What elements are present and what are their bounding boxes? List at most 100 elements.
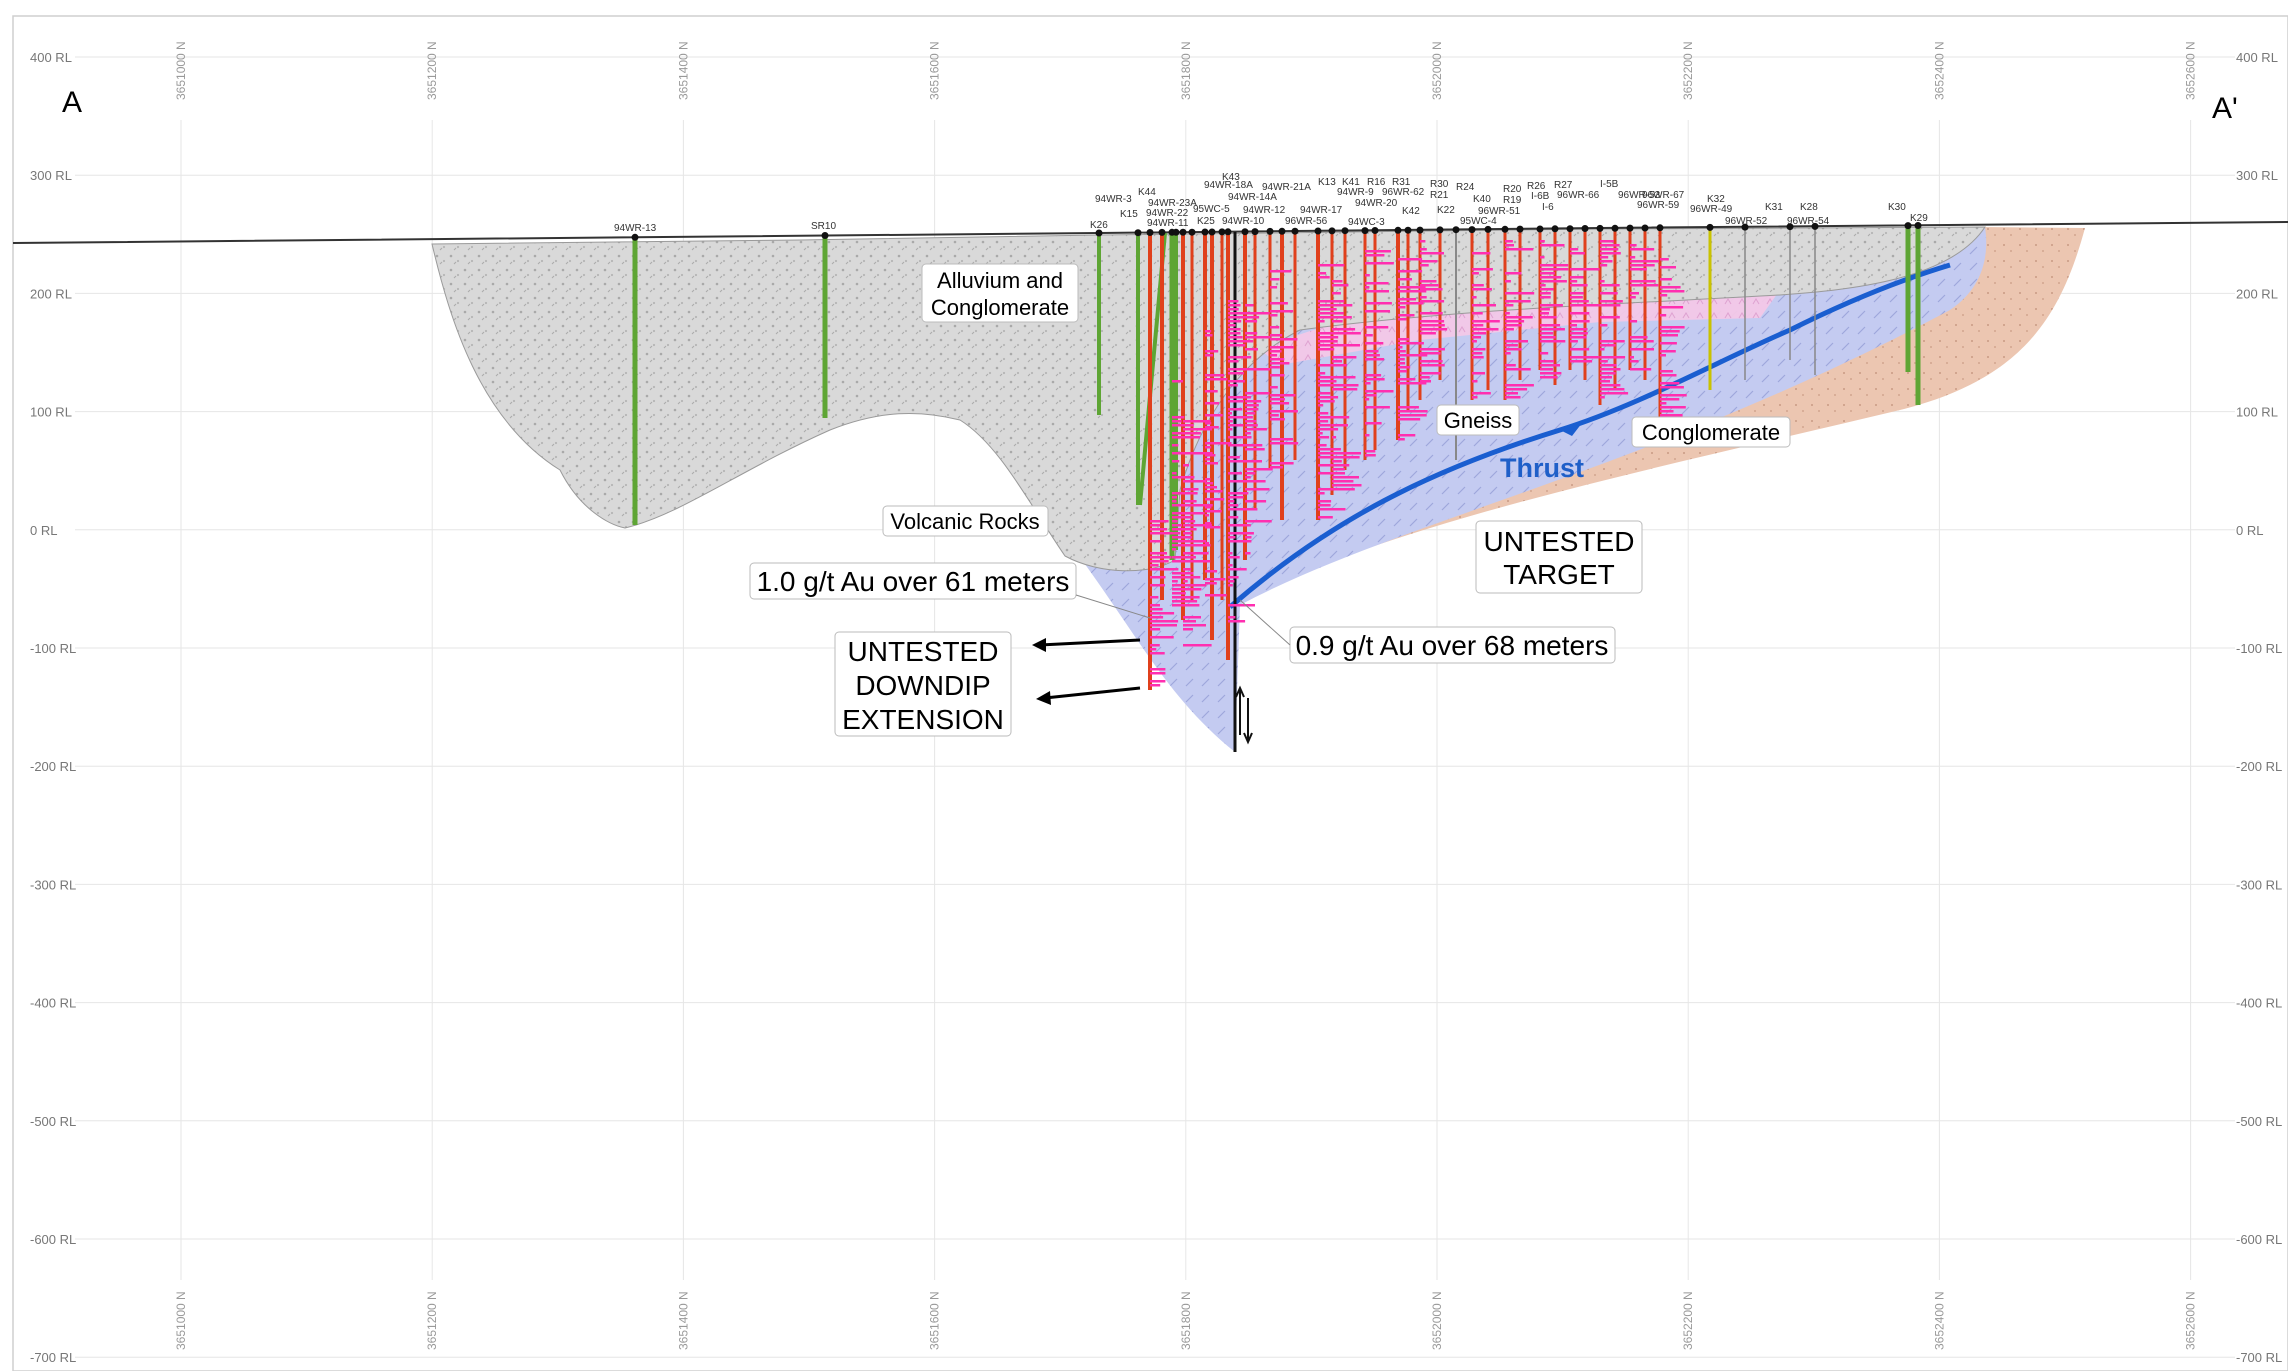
drillhole-label: K25 (1197, 216, 1215, 227)
assay-bar (1420, 348, 1445, 351)
assay-bar (1472, 312, 1483, 315)
assay-bar (1505, 300, 1531, 303)
assay-bar (1183, 500, 1197, 503)
downdip-line3: EXTENSION (842, 704, 1004, 735)
assay-bar (1150, 680, 1166, 683)
collar-dot (1201, 228, 1209, 236)
assay-bar (1183, 628, 1193, 631)
assay-bar (1660, 258, 1669, 261)
assay-bar (1540, 336, 1556, 339)
assay-bar (1150, 584, 1165, 587)
assay-bar (1540, 292, 1551, 295)
assay-bar (1332, 488, 1355, 491)
northing-label: 3652000 N (1430, 41, 1444, 100)
assay-bar (1505, 352, 1511, 355)
drillhole-label: 96WR-53 (1618, 190, 1661, 201)
topography-line (12, 221, 2288, 244)
assay-bar (1228, 400, 1244, 403)
assay-bar (1228, 308, 1239, 311)
collar-dot (1811, 222, 1819, 230)
assay-bar (1540, 272, 1555, 275)
assay-bar (1205, 486, 1217, 489)
assay-bar (1398, 258, 1423, 261)
assay-bar (1365, 394, 1377, 397)
assay-bar (1228, 424, 1244, 427)
assay-bar (1365, 310, 1390, 313)
elevation-label: 0 RL (2236, 523, 2263, 538)
assay-bar (1245, 424, 1258, 427)
assay-bar (1420, 252, 1444, 255)
assay-bar (1420, 280, 1437, 283)
assay-bar (1205, 578, 1226, 581)
assay-bar (1365, 382, 1371, 385)
assay-bar (1318, 376, 1343, 379)
drillhole-label: I-6B (1531, 191, 1550, 202)
assay-bar (1150, 684, 1161, 687)
assay-bar (1332, 304, 1353, 307)
assay-bar (1150, 604, 1160, 607)
assay-bar (1318, 380, 1335, 383)
assay-bar (1228, 516, 1239, 519)
assay-bar (1245, 460, 1262, 463)
northing-label: 3651800 N (1179, 41, 1193, 100)
elevation-label: 200 RL (30, 286, 72, 301)
assay-bar (1332, 476, 1359, 479)
assay-bar (1660, 306, 1684, 309)
section-start-label: A (62, 86, 82, 119)
assay-bar (1228, 480, 1253, 483)
assay-bar (1183, 532, 1192, 535)
assay-bar (1245, 476, 1251, 479)
assay-bar (1332, 332, 1361, 335)
assay-bar (1270, 326, 1280, 329)
northing-label: 3651000 N (174, 1291, 188, 1350)
assay-bar (1183, 480, 1207, 483)
assay-bar (1420, 260, 1438, 263)
assay-bar (1318, 448, 1341, 451)
assay-bar (1600, 344, 1616, 347)
assay-bar (1172, 436, 1186, 439)
assay-bar (1332, 468, 1345, 471)
assay-bar (1228, 356, 1252, 359)
assay-bar (1245, 432, 1251, 435)
assay-bar (1600, 364, 1617, 367)
assay-bar (1472, 288, 1492, 291)
elevation-label: -600 RL (2236, 1232, 2282, 1247)
assay-bar (1183, 452, 1213, 455)
assay-bar (1365, 378, 1385, 381)
assay-bar (1205, 414, 1223, 417)
assay-bar (1600, 280, 1605, 283)
drillhole-label: 96WR-67 (1642, 190, 1685, 201)
assay-bar (1228, 316, 1257, 319)
collar-dot (1484, 225, 1492, 233)
assay-bar (1172, 580, 1178, 583)
assay-bar (1172, 460, 1180, 463)
collar-dot (1741, 223, 1749, 231)
collar-dot (1641, 224, 1649, 232)
assay-bar (1205, 334, 1213, 337)
collar-dot (1224, 228, 1232, 236)
assay-bar (1600, 252, 1621, 255)
assay-bar (1245, 428, 1267, 431)
northing-label: 3652000 N (1430, 1291, 1444, 1350)
assay-bar (1183, 568, 1192, 571)
drillhole-label: 94WR-23A (1148, 198, 1197, 209)
elevation-label: -100 RL (2236, 641, 2282, 656)
assay-bar (1630, 368, 1652, 371)
assay-bar (1318, 316, 1341, 319)
assay-bar (1660, 266, 1676, 269)
assay-bar (1270, 442, 1299, 445)
annotation-gneiss: Gneiss (1436, 404, 1520, 436)
assay-bar (1660, 386, 1684, 389)
assay-bar (1228, 412, 1232, 415)
collar-dot (1904, 222, 1912, 230)
assay-bar (1245, 332, 1258, 335)
assay-bar (1183, 436, 1200, 439)
collar-dot (1241, 228, 1249, 236)
downdip-line2: DOWNDIP (855, 670, 990, 701)
assay-bar (1420, 320, 1445, 323)
collar-dot (1095, 229, 1103, 237)
drillhole-label: I-6 (1542, 202, 1554, 213)
assay-bar (1205, 570, 1218, 573)
assay-bar (1398, 298, 1416, 301)
